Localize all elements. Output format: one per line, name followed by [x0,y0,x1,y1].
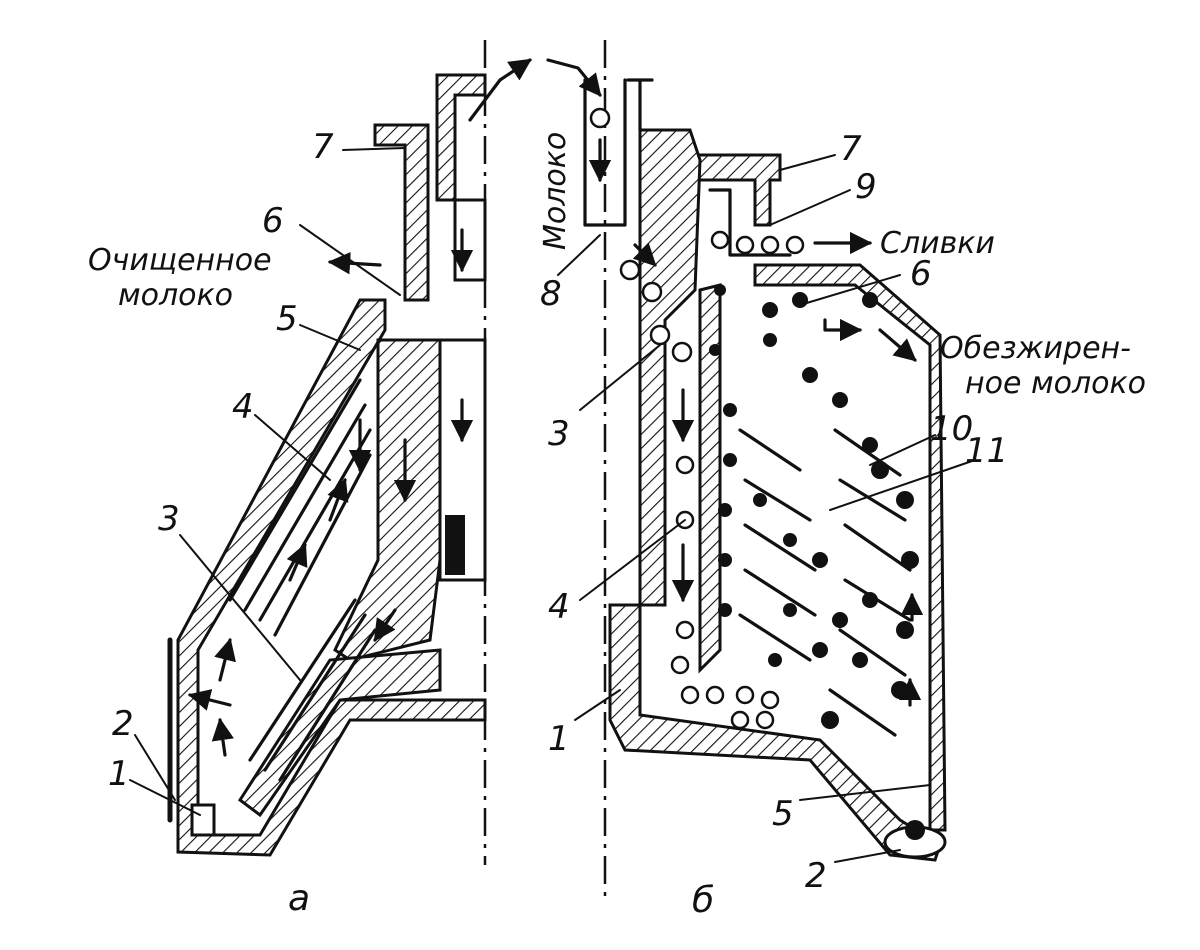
panel-b-cream-pipe [708,188,792,257]
panel-b-callout-3: 3 [548,414,570,454]
panel-a-callout-6: 6 [262,201,284,241]
panel-a-seal-ring [190,803,216,837]
panel-a-leaders [129,147,406,816]
panel-b-callout-7: 7 [840,129,862,169]
panel-a-flow-arrows [187,58,532,757]
panel-a-callout-7: 7 [312,127,334,167]
panel-a-neck [373,123,430,302]
panel-b-callout-1: 1 [548,719,570,759]
panel-a-inner-base [237,648,442,818]
panel-b-inner-cone [698,283,722,674]
panel-a-label: а [288,878,310,919]
panel-b-holder [638,128,702,607]
panel-a-callout-2: 2 [112,704,134,744]
panel-b-inlet-label: Молоко [538,132,573,250]
panel-a-callout-5: 5 [276,299,298,339]
panel-b-callout-6: 6 [910,254,932,294]
panel-b-callout-2: 2 [805,856,827,896]
panel-b-plates [738,428,912,737]
panel-b-callout-5: 5 [772,794,794,834]
panel-a-drum-wall [176,298,487,857]
panel-b-leaders [557,154,976,863]
panel-b-callout-10: 10 [930,409,973,449]
panel-a-callout-3: 3 [158,499,180,539]
panel-b-callout-4: 4 [548,587,570,627]
panel-b-callout-11: 11 [965,431,1008,471]
panel-a-distributor-block [445,515,465,575]
panel-b-cream-label: Сливки [880,226,995,261]
panel-b-callout-9: 9 [855,167,877,207]
panel-a-outlet-label-line1: Очищенное [88,243,272,278]
panel-a-outlet-label-line2: молоко [118,278,233,313]
panel-b-flow-arrows [546,58,924,707]
panel-b-skim-label-line1: Обезжирен- [940,331,1131,366]
panel-a-drum [129,40,532,865]
panel-b-drum [546,40,976,900]
panel-a-top-cap [435,73,487,202]
panel-b-milk-particles [589,107,805,730]
panel-b-callout-8: 8 [540,274,562,314]
panel-a-callout-4: 4 [232,387,254,427]
panel-b-label: б [692,880,714,921]
panel-b-inlet-tube [583,78,627,227]
panel-a-callout-1: 1 [108,754,130,794]
panel-a-feed-tube [453,198,487,282]
panel-b-skim-label-line2: ное молоко [965,366,1146,401]
